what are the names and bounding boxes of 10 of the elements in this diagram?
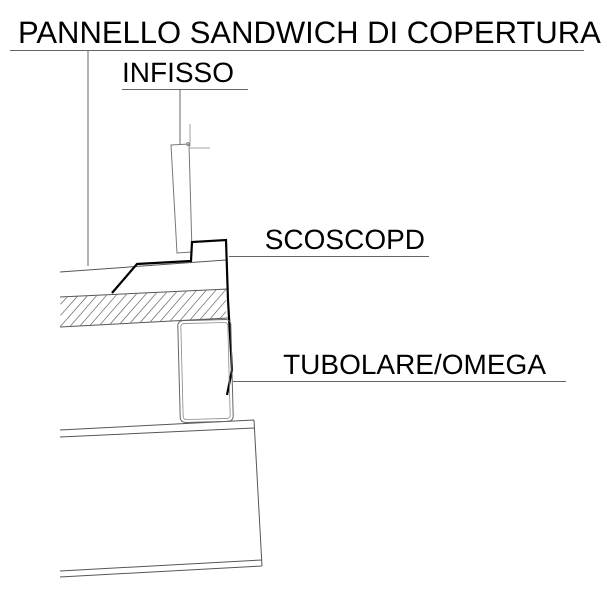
tube-profile: [177, 318, 234, 424]
leader-line: [228, 256, 246, 257]
label-text: PANNELLO SANDWICH DI COPERTURA: [18, 17, 601, 50]
label-text: SCOSCOPD: [264, 226, 425, 256]
leader-line: [232, 381, 256, 382]
label-text: TUBOLARE/OMEGA: [283, 351, 546, 381]
flashing-profile: [111, 238, 234, 396]
roof-panel-drawing: [60, 260, 228, 328]
window-frame-drawing: [170, 124, 210, 254]
label-text: INFISSO: [122, 59, 234, 89]
